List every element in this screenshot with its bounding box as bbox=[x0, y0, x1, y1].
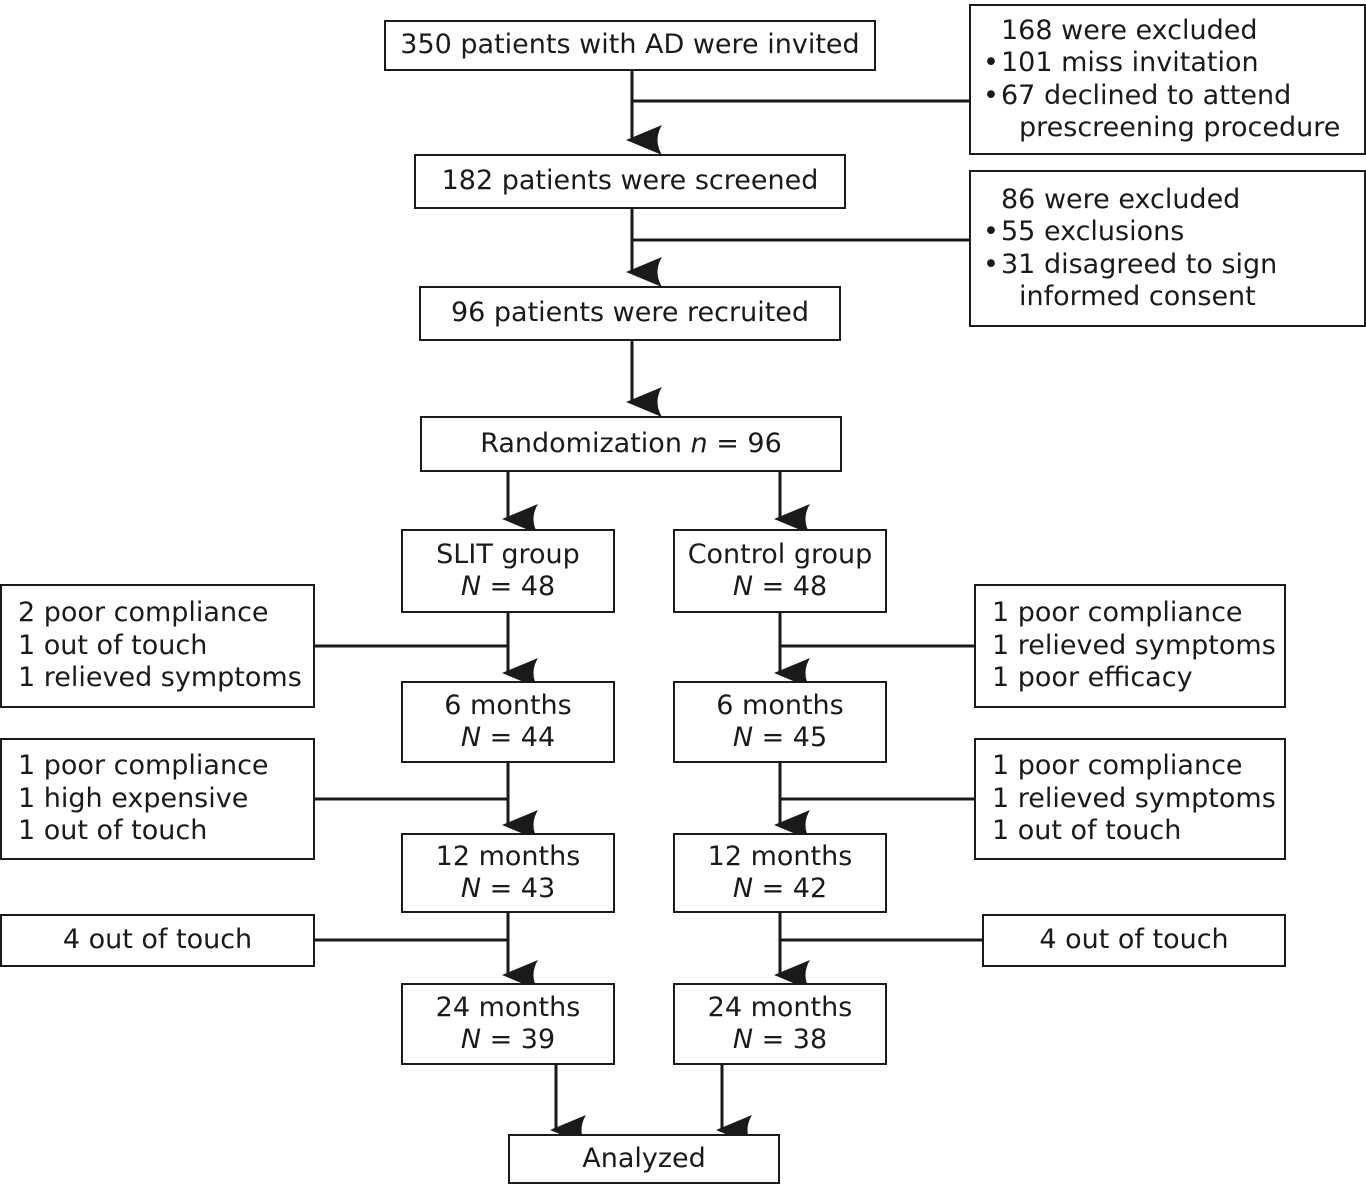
control-dropout-12m-item-0: 1 poor compliance bbox=[992, 750, 1243, 782]
node-randomization-text: Randomization n = 96 bbox=[480, 427, 782, 459]
excluded-2-item-0: •55 exclusions bbox=[983, 216, 1185, 248]
control-dropout-6m-item-1: 1 relieved symptoms bbox=[992, 629, 1276, 661]
slit-24m-label: 24 months bbox=[435, 991, 581, 1023]
control-dropout-24m-text: 4 out of touch bbox=[1039, 924, 1229, 956]
control-dropout-12m-item-1: 1 relieved symptoms bbox=[992, 782, 1276, 814]
node-slit-6m: 6 months N = 44 bbox=[401, 681, 615, 763]
bullet-icon: • bbox=[983, 216, 999, 248]
slit-12m-label: 12 months bbox=[435, 840, 581, 872]
excluded-1-item-1-cont: prescreening procedure bbox=[1019, 111, 1341, 143]
control-dropout-12m-item-2: 1 out of touch bbox=[992, 815, 1182, 847]
node-control-group: Control group N = 48 bbox=[673, 529, 887, 613]
node-control-dropout-24m: 4 out of touch bbox=[982, 914, 1286, 967]
excluded-2-item-1-cont: informed consent bbox=[1019, 280, 1256, 312]
node-slit-12m: 12 months N = 43 bbox=[401, 833, 615, 913]
bullet-icon: • bbox=[983, 47, 999, 79]
node-randomization: Randomization n = 96 bbox=[420, 416, 842, 472]
excluded-1-item-1: •67 declined to attend bbox=[983, 79, 1292, 111]
node-analyzed-text: Analyzed bbox=[582, 1142, 706, 1174]
slit-dropout-12m-item-0: 1 poor compliance bbox=[18, 750, 269, 782]
node-slit-dropout-12m: 1 poor compliance 1 high expensive 1 out… bbox=[0, 738, 315, 860]
slit-dropout-12m-item-2: 1 out of touch bbox=[18, 815, 208, 847]
slit-group-label: SLIT group bbox=[436, 538, 580, 570]
node-screened-text: 182 patients were screened bbox=[441, 165, 819, 197]
control-group-count: N = 48 bbox=[732, 571, 828, 602]
node-invited-text: 350 patients with AD were invited bbox=[400, 29, 860, 61]
slit-dropout-24m-text: 4 out of touch bbox=[62, 924, 253, 956]
bullet-icon: • bbox=[983, 79, 999, 111]
slit-12m-count: N = 43 bbox=[460, 873, 556, 904]
slit-6m-count: N = 44 bbox=[460, 722, 556, 753]
node-control-24m: 24 months N = 38 bbox=[673, 983, 887, 1065]
slit-dropout-6m-item-2: 1 relieved symptoms bbox=[18, 662, 302, 694]
control-dropout-6m-item-2: 1 poor efficacy bbox=[992, 662, 1193, 694]
bullet-icon: • bbox=[983, 248, 999, 280]
control-group-label: Control group bbox=[687, 538, 873, 570]
node-slit-group: SLIT group N = 48 bbox=[401, 529, 615, 613]
slit-24m-count: N = 39 bbox=[460, 1024, 556, 1055]
node-screened: 182 patients were screened bbox=[414, 154, 846, 209]
node-slit-dropout-24m: 4 out of touch bbox=[0, 914, 315, 967]
node-recruited: 96 patients were recruited bbox=[419, 286, 841, 341]
control-6m-count: N = 45 bbox=[732, 722, 828, 753]
slit-dropout-6m-item-1: 1 out of touch bbox=[18, 629, 208, 661]
excluded-1-header: 168 were excluded bbox=[1001, 14, 1258, 46]
control-24m-label: 24 months bbox=[707, 991, 853, 1023]
node-control-6m: 6 months N = 45 bbox=[673, 681, 887, 763]
node-recruited-text: 96 patients were recruited bbox=[450, 297, 810, 329]
node-slit-24m: 24 months N = 39 bbox=[401, 983, 615, 1065]
node-control-dropout-6m: 1 poor compliance 1 relieved symptoms 1 … bbox=[974, 584, 1286, 708]
node-slit-dropout-6m: 2 poor compliance 1 out of touch 1 relie… bbox=[0, 584, 315, 708]
slit-dropout-12m-item-1: 1 high expensive bbox=[18, 782, 249, 814]
control-24m-count: N = 38 bbox=[732, 1024, 828, 1055]
excluded-2-item-1: •31 disagreed to sign bbox=[983, 248, 1278, 280]
control-12m-label: 12 months bbox=[707, 840, 853, 872]
node-excluded-2: 86 were excluded •55 exclusions •31 disa… bbox=[969, 170, 1366, 327]
excluded-1-item-0: •101 miss invitation bbox=[983, 47, 1259, 79]
node-excluded-1: 168 were excluded •101 miss invitation •… bbox=[969, 4, 1366, 155]
node-control-12m: 12 months N = 42 bbox=[673, 833, 887, 913]
control-12m-count: N = 42 bbox=[732, 873, 828, 904]
node-analyzed: Analyzed bbox=[508, 1134, 780, 1184]
control-dropout-6m-item-0: 1 poor compliance bbox=[992, 597, 1243, 629]
slit-group-count: N = 48 bbox=[460, 571, 556, 602]
slit-6m-label: 6 months bbox=[444, 689, 572, 721]
node-control-dropout-12m: 1 poor compliance 1 relieved symptoms 1 … bbox=[974, 738, 1286, 860]
control-6m-label: 6 months bbox=[716, 689, 844, 721]
excluded-2-header: 86 were excluded bbox=[1001, 183, 1241, 215]
node-invited: 350 patients with AD were invited bbox=[384, 20, 876, 71]
slit-dropout-6m-item-0: 2 poor compliance bbox=[18, 597, 269, 629]
